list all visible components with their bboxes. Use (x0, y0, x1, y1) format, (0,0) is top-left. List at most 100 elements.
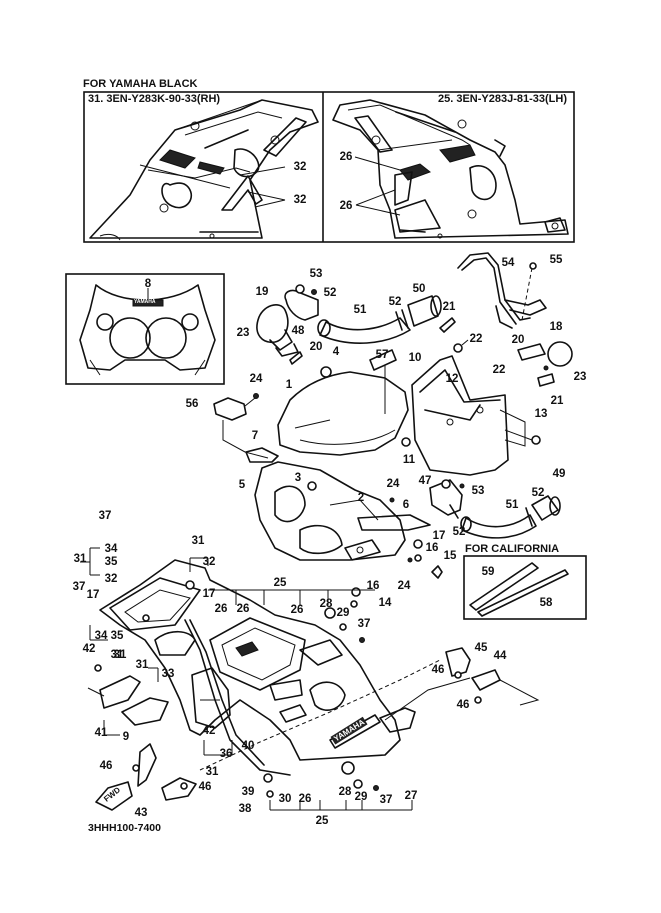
callout-21: 21 (550, 395, 564, 407)
callout-55: 55 (549, 254, 563, 266)
callout-36: 36 (219, 748, 233, 760)
inset-black-frame (83, 91, 575, 243)
callout-30: 30 (278, 793, 292, 805)
callout-49: 49 (552, 468, 566, 480)
callout-32: 32 (293, 194, 307, 206)
callout-54: 54 (501, 257, 515, 269)
rh-lower-cowl-drawing (89, 99, 319, 241)
callout-32: 32 (104, 573, 118, 585)
front-emblem-logo: YAMAHA (134, 299, 156, 305)
callout-32: 32 (202, 556, 216, 568)
callout-12: 12 (445, 373, 459, 385)
callout-20: 20 (511, 334, 525, 346)
callout-58: 58 (539, 597, 553, 609)
callout-52: 52 (388, 296, 402, 308)
lh-part-number: 25. 3EN-Y283J-81-33(LH) (438, 93, 568, 105)
callout-22: 22 (492, 364, 506, 376)
callout-48: 48 (291, 325, 305, 337)
air-duct-upper-assembly (256, 284, 469, 365)
callout-43: 43 (134, 807, 148, 819)
callout-4: 4 (332, 346, 340, 358)
callout-33: 33 (161, 668, 175, 680)
callout-17: 17 (202, 588, 216, 600)
callout-11: 11 (402, 454, 416, 466)
callout-59: 59 (481, 566, 495, 578)
callout-51: 51 (505, 499, 519, 511)
callout-16: 16 (425, 542, 439, 554)
upper-cowl-assembly (213, 349, 541, 476)
callout-31: 31 (205, 766, 219, 778)
callout-8: 8 (144, 278, 152, 290)
callout-25: 25 (273, 577, 287, 589)
callout-19: 19 (255, 286, 269, 298)
callout-57: 57 (375, 349, 389, 361)
callout-29: 29 (354, 791, 368, 803)
callout-26: 26 (236, 603, 250, 615)
drawing-number: 3HHH100-7400 (88, 822, 161, 834)
callout-24: 24 (386, 478, 400, 490)
callout-17: 17 (432, 530, 446, 542)
callout-9: 9 (122, 731, 130, 743)
callout-34: 34 (104, 543, 118, 555)
rh-part-number: 31. 3EN-Y283K-90-33(RH) (88, 93, 221, 105)
callout-46: 46 (431, 664, 445, 676)
callout-56: 56 (185, 398, 199, 410)
callout-32: 32 (293, 161, 307, 173)
callout-35: 35 (110, 630, 124, 642)
inset-front-view (65, 273, 225, 385)
mirror-bracket-assembly (457, 252, 573, 387)
callout-17: 17 (86, 589, 100, 601)
callout-31: 31 (73, 553, 87, 565)
callout-13: 13 (534, 408, 548, 420)
lower-cowl-assembly (87, 559, 540, 811)
callout-39: 39 (241, 786, 255, 798)
inset-heading-california: FOR CALIFORNIA (465, 543, 560, 555)
callout-3: 3 (294, 472, 302, 484)
callout-44: 44 (493, 650, 507, 662)
callout-16: 16 (366, 580, 380, 592)
callout-53: 53 (471, 485, 485, 497)
item-57-plate (369, 349, 397, 371)
callout-18: 18 (549, 321, 563, 333)
callout-26: 26 (290, 604, 304, 616)
callout-29: 29 (336, 607, 350, 619)
callout-21: 21 (442, 301, 456, 313)
callout-26: 26 (214, 603, 228, 615)
callout-34: 34 (94, 630, 108, 642)
callout-45: 45 (474, 642, 488, 654)
lh-lower-cowl-drawing (332, 99, 569, 239)
callout-28: 28 (338, 786, 352, 798)
callout-51: 51 (353, 304, 367, 316)
callout-28: 28 (319, 598, 333, 610)
callout-15: 15 (443, 550, 457, 562)
callout-23: 23 (573, 371, 587, 383)
callout-31: 31 (110, 649, 124, 661)
callout-31: 31 (135, 659, 149, 671)
callout-23: 23 (236, 327, 250, 339)
callout-37: 37 (72, 581, 86, 593)
callout-42: 42 (202, 725, 216, 737)
callout-22: 22 (469, 333, 483, 345)
callout-1: 1 (285, 379, 293, 391)
callout-25: 25 (315, 815, 329, 827)
inset-california (463, 555, 587, 620)
callout-24: 24 (397, 580, 411, 592)
callout-26: 26 (339, 200, 353, 212)
callout-52: 52 (531, 487, 545, 499)
callout-52: 52 (452, 526, 466, 538)
callout-6: 6 (402, 499, 410, 511)
callout-31: 31 (113, 649, 127, 661)
callout-26: 26 (339, 151, 353, 163)
callout-5: 5 (238, 479, 246, 491)
callout-46: 46 (99, 760, 113, 772)
callout-47: 47 (418, 475, 432, 487)
callout-24: 24 (249, 373, 263, 385)
item-6-duct (357, 514, 431, 531)
inset-california-frame (463, 555, 587, 620)
callout-27: 27 (404, 790, 418, 802)
callout-50: 50 (412, 283, 426, 295)
callout-40: 40 (241, 740, 255, 752)
callout-31: 31 (191, 535, 205, 547)
